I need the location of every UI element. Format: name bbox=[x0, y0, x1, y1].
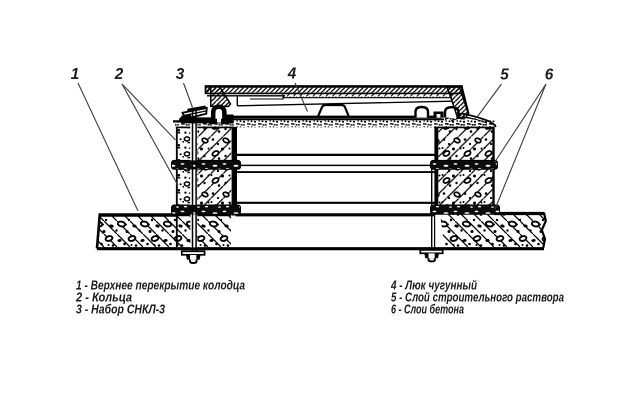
svg-text:1 - Верхнее перекрытие колодца: 1 - Верхнее перекрытие колодца bbox=[76, 278, 245, 293]
svg-text:6 - Слои бетона: 6 - Слои бетона bbox=[391, 301, 464, 316]
svg-text:5 - Слой строительного раствор: 5 - Слой строительного раствора bbox=[391, 289, 564, 304]
svg-text:2 - Кольца: 2 - Кольца bbox=[75, 289, 132, 304]
svg-text:1: 1 bbox=[71, 66, 80, 83]
svg-text:3: 3 bbox=[176, 66, 185, 83]
svg-text:3 - Набор СНКЛ-3: 3 - Набор СНКЛ-3 bbox=[76, 301, 166, 316]
svg-text:2: 2 bbox=[114, 66, 124, 83]
svg-text:4 - Люк чугунный: 4 - Люк чугунный bbox=[390, 278, 477, 293]
svg-text:6: 6 bbox=[545, 67, 554, 84]
svg-text:4: 4 bbox=[287, 66, 297, 83]
svg-text:5: 5 bbox=[500, 67, 509, 84]
